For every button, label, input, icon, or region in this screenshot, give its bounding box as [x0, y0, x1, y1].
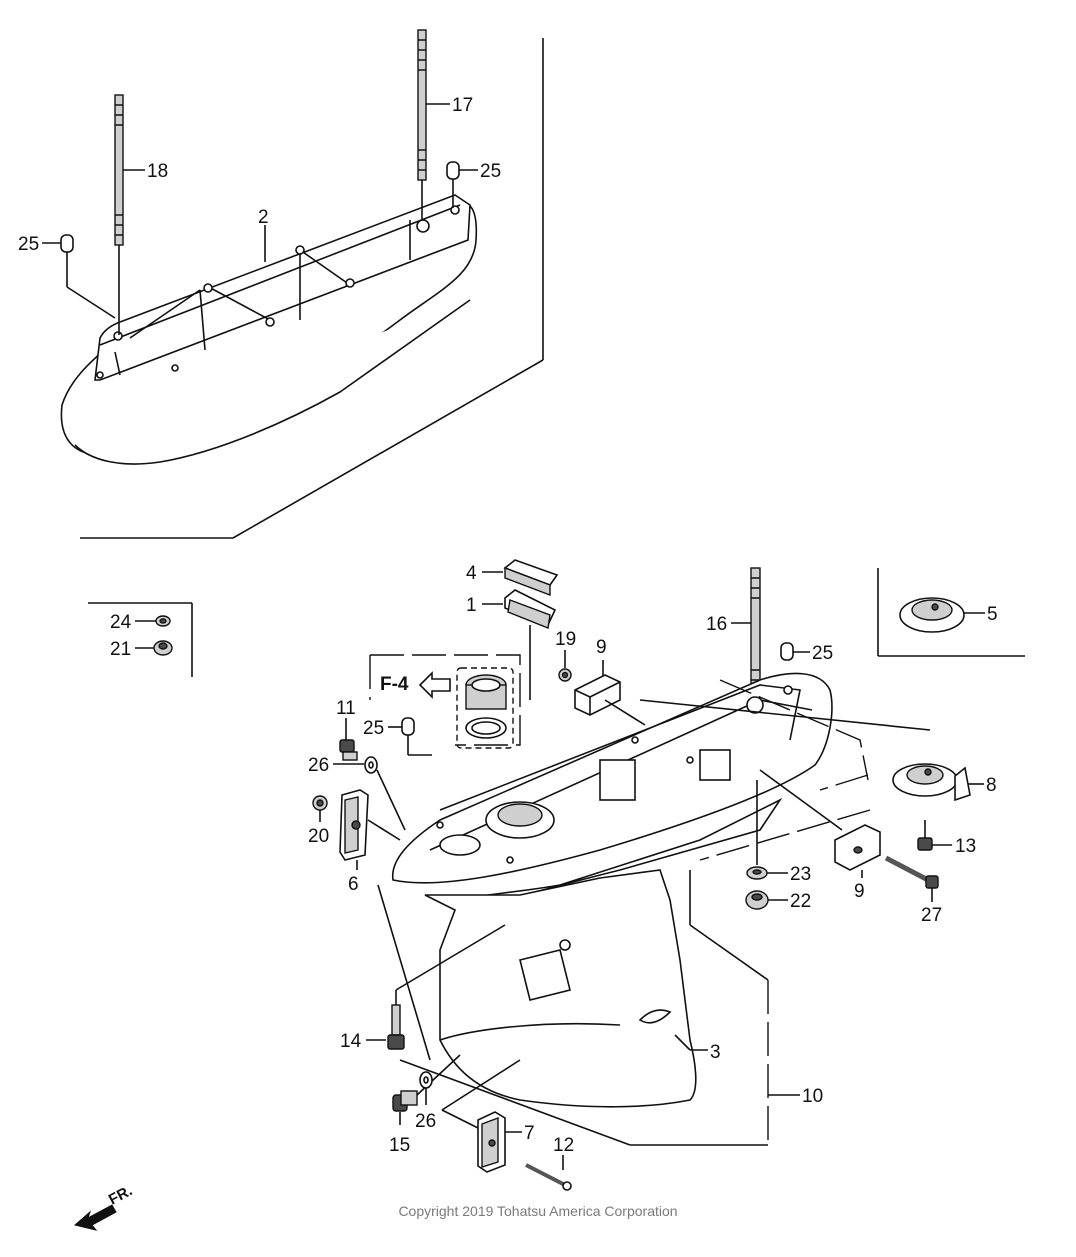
- stud-bolt-16: 16: [706, 567, 761, 709]
- callout-18: 18: [147, 161, 168, 182]
- callout-14: 14: [340, 1031, 362, 1052]
- washer-nut-box: 24 21: [88, 602, 193, 677]
- callout-25: 25: [18, 234, 39, 255]
- washer-23: 23: [746, 780, 811, 885]
- washer-26: 26: [308, 755, 406, 831]
- callout-21: 21: [110, 639, 131, 660]
- anode-box: 5: [877, 568, 1025, 657]
- callout-26: 26: [415, 1111, 436, 1132]
- nut-20: 20: [308, 795, 329, 847]
- callout-12: 12: [553, 1135, 574, 1156]
- plug-15: 15: [389, 1054, 461, 1156]
- anode-8: 8: [892, 763, 997, 802]
- upper-callouts: 17 18 25 25 2: [18, 95, 501, 262]
- callout-1: 1: [466, 595, 477, 616]
- callout-26: 26: [308, 755, 329, 776]
- lower-casing-callout: 3: [674, 1034, 721, 1063]
- upper-group-frame: [80, 38, 544, 539]
- callout-13: 13: [955, 836, 976, 857]
- callout-19: 19: [555, 629, 576, 650]
- stud-bolt-18: [114, 94, 124, 335]
- callout-5: 5: [987, 604, 998, 625]
- lower-casing: [391, 672, 833, 1108]
- callout-20: 20: [308, 826, 329, 847]
- bolt-11: 11: [336, 698, 358, 761]
- rubber-mount-4: 4: [466, 559, 559, 597]
- callout-10: 10: [802, 1086, 823, 1107]
- callout-9: 9: [596, 637, 607, 658]
- cover-7: 7: [441, 1059, 535, 1173]
- callout-25: 25: [812, 643, 833, 664]
- callout-16: 16: [706, 614, 727, 635]
- callout-23: 23: [790, 864, 811, 885]
- lower-group-frame: 10: [377, 679, 931, 1146]
- callout-17: 17: [452, 95, 473, 116]
- callout-9: 9: [854, 881, 865, 902]
- copyright-text: Copyright 2019 Tohatsu America Corporati…: [398, 1203, 678, 1219]
- callout-25: 25: [480, 161, 501, 182]
- washer-26: 26: [415, 1071, 436, 1132]
- dowel-pin-icon: [60, 161, 460, 319]
- callout-15: 15: [389, 1135, 410, 1156]
- reference-box-f4: F-4: [369, 654, 521, 749]
- cover-6: 6: [339, 789, 401, 895]
- bolt-14: 14: [340, 924, 506, 1052]
- callout-27: 27: [921, 905, 942, 926]
- callout-4: 4: [466, 563, 477, 584]
- callout-7: 7: [524, 1123, 535, 1144]
- rubber-pad-9: 9: [759, 769, 881, 902]
- rubber-mount-1: 1: [466, 589, 557, 700]
- rubber-pad-9: 9: [574, 637, 646, 726]
- reference-label: F-4: [380, 674, 409, 695]
- stud-bolt-17: [417, 29, 427, 220]
- nut-19: 19: [555, 629, 576, 682]
- callout-11: 11: [336, 698, 356, 719]
- screw-12: 12: [525, 1135, 574, 1191]
- bolt-13: 13: [917, 820, 976, 857]
- upper-casing: [60, 194, 478, 465]
- bolt-27: 27: [884, 855, 942, 926]
- callout-6: 6: [348, 874, 359, 895]
- dowel-pin-icon: 25 25: [363, 642, 833, 756]
- callout-22: 22: [790, 891, 811, 912]
- callout-25: 25: [363, 718, 384, 739]
- nut-22: 22: [745, 890, 811, 912]
- callout-3: 3: [710, 1042, 721, 1063]
- callout-24: 24: [110, 612, 132, 633]
- callout-2: 2: [258, 207, 269, 228]
- callout-8: 8: [986, 775, 997, 796]
